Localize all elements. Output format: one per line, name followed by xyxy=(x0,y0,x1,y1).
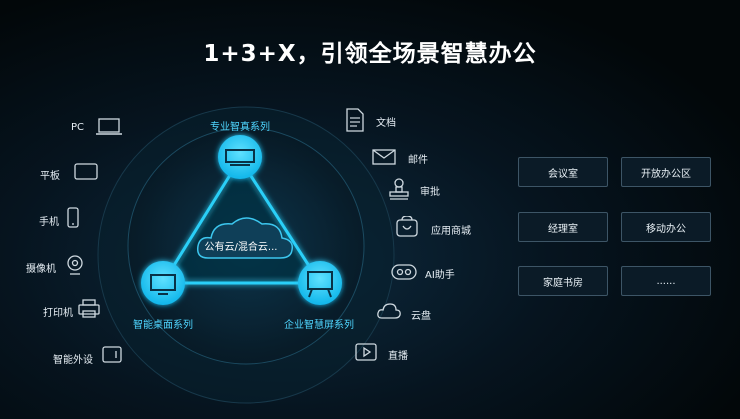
system-desktop-label: 智能桌面系列 xyxy=(133,320,193,331)
device-camera-label: 摄像机 xyxy=(26,264,56,275)
app-approval-label: 审批 xyxy=(420,187,440,198)
node-screen xyxy=(298,261,342,305)
scene-more: ...... xyxy=(621,266,711,296)
node-desktop xyxy=(141,261,185,305)
device-phone-label: 手机 xyxy=(39,217,59,228)
stamp-icon xyxy=(389,178,409,200)
app-store-label: 应用商城 xyxy=(431,226,471,237)
live-stream-icon xyxy=(355,343,377,361)
app-cloud-drive-label: 云盘 xyxy=(411,311,431,322)
system-screen-label: 企业智慧屏系列 xyxy=(284,320,354,331)
app-live-label: 直播 xyxy=(388,351,408,362)
device-pc-label: PC xyxy=(70,122,84,133)
peripheral-icon xyxy=(102,346,122,363)
scene-mobile-office: 移动办公 xyxy=(621,212,711,242)
system-professional-label: 专业智真系列 xyxy=(210,122,270,133)
app-ai-label: AI助手 xyxy=(425,270,455,281)
phone-icon xyxy=(67,207,79,228)
webcam-icon xyxy=(67,255,83,275)
printer-icon xyxy=(78,299,100,318)
laptop-icon xyxy=(96,118,122,135)
cloud-drive-icon xyxy=(377,303,401,319)
document-icon xyxy=(346,108,364,132)
cloud-label: 公有云/混合云... xyxy=(204,242,278,253)
device-printer-label: 打印机 xyxy=(43,308,73,319)
mail-icon xyxy=(372,149,396,165)
scene-meeting-room: 会议室 xyxy=(518,157,608,187)
page-title: 1+3+X，引领全场景智慧办公 xyxy=(203,41,537,67)
scene-open-office: 开放办公区 xyxy=(621,157,711,187)
cloud-shape xyxy=(196,217,294,259)
device-tablet-label: 平板 xyxy=(40,171,60,182)
app-store-icon xyxy=(396,216,418,237)
scene-manager-office: 经理室 xyxy=(518,212,608,242)
device-peripheral-label: 智能外设 xyxy=(53,355,93,366)
app-document-label: 文档 xyxy=(376,118,396,129)
app-mail-label: 邮件 xyxy=(408,155,428,166)
tablet-icon xyxy=(74,163,98,180)
node-professional xyxy=(218,135,262,179)
scene-home-study: 家庭书房 xyxy=(518,266,608,296)
ai-assistant-icon xyxy=(391,264,417,280)
